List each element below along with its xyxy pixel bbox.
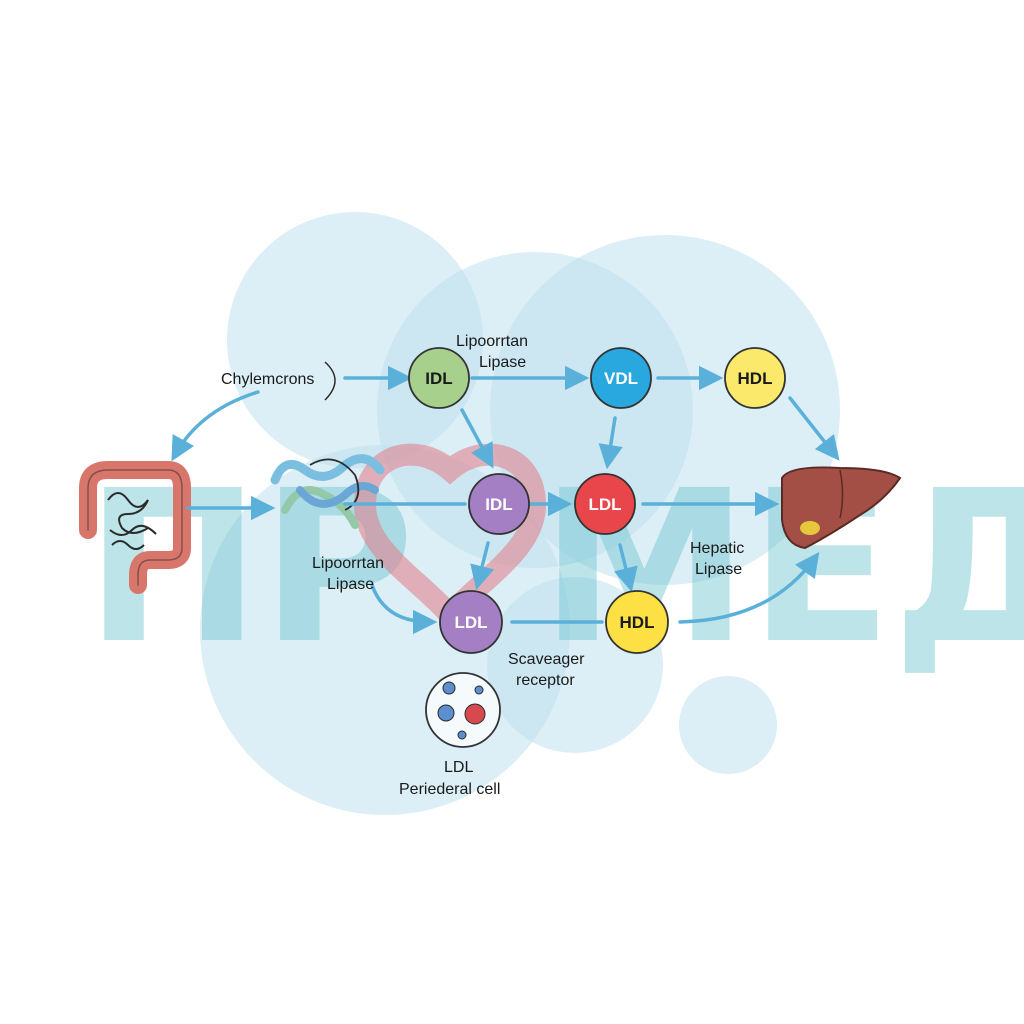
- arrow: [460, 408, 494, 469]
- arrow: [370, 583, 438, 635]
- node-idl-mid: IDL: [468, 473, 530, 535]
- intestine-icon: [79, 461, 191, 594]
- label-lpl-top-line1: Lipoorrtan: [456, 333, 528, 350]
- node-idl-top: IDL: [408, 347, 470, 409]
- label-scavenger-line1: Scaveager: [508, 651, 585, 668]
- node-ldl-mid: LDL: [574, 473, 636, 535]
- label-chylomicrons: Chylemcrons: [221, 371, 314, 388]
- node-hdl-low: HDL: [605, 590, 669, 654]
- svg-text:LDL: LDL: [588, 495, 621, 514]
- label-scavenger-line2: receptor: [516, 672, 575, 689]
- node-ldl-low: LDL: [439, 590, 503, 654]
- svg-text:IDL: IDL: [485, 495, 512, 514]
- svg-text:IDL: IDL: [425, 369, 452, 388]
- svg-text:HDL: HDL: [620, 613, 655, 632]
- node-hdl-top: HDL: [724, 347, 786, 409]
- arrow: [171, 390, 260, 462]
- label-hepatic-line1: Hepatic: [690, 540, 744, 557]
- label-peripheral-line1: LDL: [444, 759, 473, 776]
- arrow: [470, 541, 495, 591]
- arrow: [678, 552, 820, 624]
- label-peripheral-line2: Periederal cell: [399, 781, 500, 798]
- label-hepatic-line2: Lipase: [695, 561, 742, 578]
- svg-text:LDL: LDL: [454, 613, 487, 632]
- arrow: [788, 396, 840, 461]
- svg-text:HDL: HDL: [738, 369, 773, 388]
- arrow: [598, 416, 623, 470]
- lymph-vessel-icon: [270, 454, 385, 529]
- liver-icon: [781, 466, 902, 550]
- label-lpl-top-line2: Lipase: [479, 354, 526, 371]
- bubble: [679, 676, 777, 774]
- label-lpl-left-line2: Lipase: [327, 576, 374, 593]
- arrow: [613, 543, 638, 593]
- arrows: [171, 365, 840, 635]
- node-vdl: VDL: [590, 347, 652, 409]
- peripheral-cell-icon: [425, 672, 501, 748]
- svg-text:VDL: VDL: [604, 369, 638, 388]
- label-lpl-left-line1: Lipoorrtan: [312, 555, 384, 572]
- bracket: [324, 361, 336, 401]
